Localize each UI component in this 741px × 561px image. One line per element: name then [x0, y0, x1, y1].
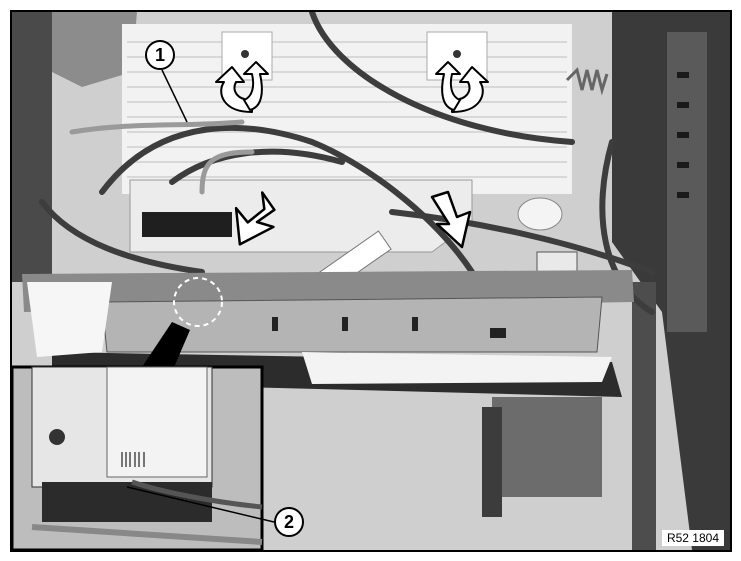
reference-code: R52 1804 [661, 530, 724, 546]
down-arrow-left-icon [234, 191, 276, 246]
side-rail [667, 32, 707, 332]
sensor-label [106, 366, 208, 478]
detail-pointer [142, 322, 190, 372]
foam-block [47, 12, 137, 87]
recliner-mechanism [492, 397, 602, 497]
down-arrow-right-icon [430, 190, 472, 249]
mechanism-bracket [482, 407, 502, 517]
rail-holes [272, 317, 506, 338]
spring [565, 67, 609, 96]
rotate-arrow-left-icon [215, 61, 269, 113]
seat-frame-left [12, 12, 52, 282]
cylinder-part [517, 197, 563, 231]
rail-slots [677, 72, 689, 198]
detail-inset [12, 365, 264, 550]
callout-2: 2 [274, 507, 304, 537]
rotate-arrow-right-icon [435, 61, 489, 113]
seat-mechanism-photo [12, 12, 730, 550]
photo-frame: 1 2 R52 1804 [10, 10, 732, 552]
clip-hole [453, 50, 461, 58]
callout-1: 1 [145, 40, 175, 70]
clip-hole [241, 50, 249, 58]
connector-block [142, 212, 232, 237]
cover-fabric-lower [302, 352, 612, 384]
logo-badge [49, 429, 65, 445]
seat-belt-strap [632, 282, 656, 550]
detail-marker [173, 277, 223, 327]
sensor-base [42, 482, 212, 522]
cover-fabric [27, 282, 112, 357]
seat-rail-body [101, 296, 603, 353]
barcode [121, 452, 145, 467]
